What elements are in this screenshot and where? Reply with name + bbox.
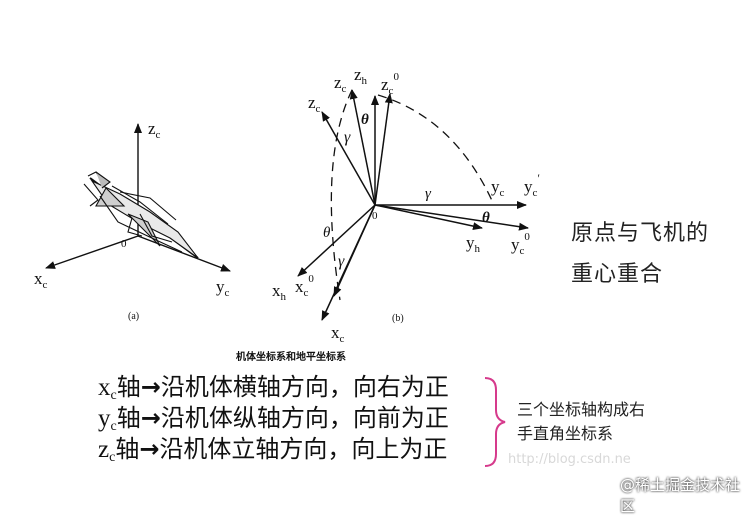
fig-b-zc-label: zc xyxy=(308,93,321,115)
fig-a-caption: (a) xyxy=(128,311,139,322)
side-note-line-2: 重心重合 xyxy=(571,262,664,287)
fig-b-gamma-top: γ xyxy=(344,129,351,146)
figure-a xyxy=(45,123,231,272)
fig-b-xc-axis xyxy=(321,204,376,321)
fig-b-zc0-axis xyxy=(374,93,393,206)
conclusion-note: 三个坐标轴构成右 手直角坐标系 xyxy=(517,398,645,446)
fig-b-yc0-label: yc0 xyxy=(511,231,530,257)
fig-b-xc-label: xc xyxy=(331,323,345,345)
axis-rules: xc轴→沿机体横轴方向，向右为正 yc轴→沿机体纵轴方向，向前为正 zc轴→沿机… xyxy=(98,372,449,465)
fig-b-arc-right xyxy=(377,94,495,206)
fig-b-yc-label: yc xyxy=(491,177,505,199)
fig-b-gamma-mid: γ xyxy=(425,186,432,202)
fig-b-zc0-label: zc0 xyxy=(381,71,399,97)
rule-y: yc轴→沿机体纵轴方向，向前为正 xyxy=(98,404,449,434)
fig-b-arc-left xyxy=(330,89,353,301)
side-note-line-1: 原点与飞机的 xyxy=(571,221,710,246)
fig-b-yh-axis xyxy=(374,204,483,231)
fig-b-theta-left: θ xyxy=(323,225,331,241)
fig-b-xh-axis xyxy=(297,204,376,277)
fig-b-theta-top: θ xyxy=(361,112,369,128)
fig-a-origin: 0 xyxy=(121,238,127,250)
watermark-url: http://blog.csdn.ne xyxy=(508,452,631,467)
fig-b-yc-prime-label: yc′ xyxy=(524,171,540,199)
figure-title: 机体坐标系和地平坐标系 xyxy=(236,350,346,363)
fig-b-zc-prime-axis xyxy=(349,89,376,206)
fig-b-xh-label: xh xyxy=(272,281,287,303)
rule-z: zc轴→沿机体立轴方向，向上为正 xyxy=(98,435,448,465)
fig-a-y-axis xyxy=(137,235,231,272)
fig-b-zh-label: zh xyxy=(354,65,368,87)
fig-a-y-label: yc xyxy=(216,277,230,299)
fig-b-origin: 0 xyxy=(372,210,378,222)
fig-b-gamma-left: γ xyxy=(338,253,345,270)
coordinate-diagram: zc xc yc 0 (a) zc zh zc0 zc θ γ yc yc′ γ… xyxy=(34,65,540,467)
conclusion-line-2: 手直角坐标系 xyxy=(517,424,614,443)
fig-b-zc-prime-label: zc xyxy=(334,73,347,95)
fig-b-zc-axis xyxy=(321,111,376,206)
figure-b xyxy=(297,89,529,321)
brace-icon xyxy=(484,377,506,467)
fig-b-theta-right: θ xyxy=(482,210,490,226)
fig-b-xc0-label: xc0 xyxy=(295,273,314,299)
fig-b-yc0-axis xyxy=(374,204,529,231)
brand-watermark: @稀土掘金技术社区 xyxy=(620,476,741,515)
fig-b-yh-label: yh xyxy=(466,233,481,255)
fig-a-z-label: zc xyxy=(148,119,161,141)
rule-x: xc轴→沿机体横轴方向，向右为正 xyxy=(98,373,449,403)
fig-b-caption: (b) xyxy=(392,313,404,324)
aircraft-icon xyxy=(83,171,199,259)
fig-a-x-axis xyxy=(45,235,139,269)
fig-a-x-label: xc xyxy=(34,269,48,291)
conclusion-line-1: 三个坐标轴构成右 xyxy=(517,400,646,419)
